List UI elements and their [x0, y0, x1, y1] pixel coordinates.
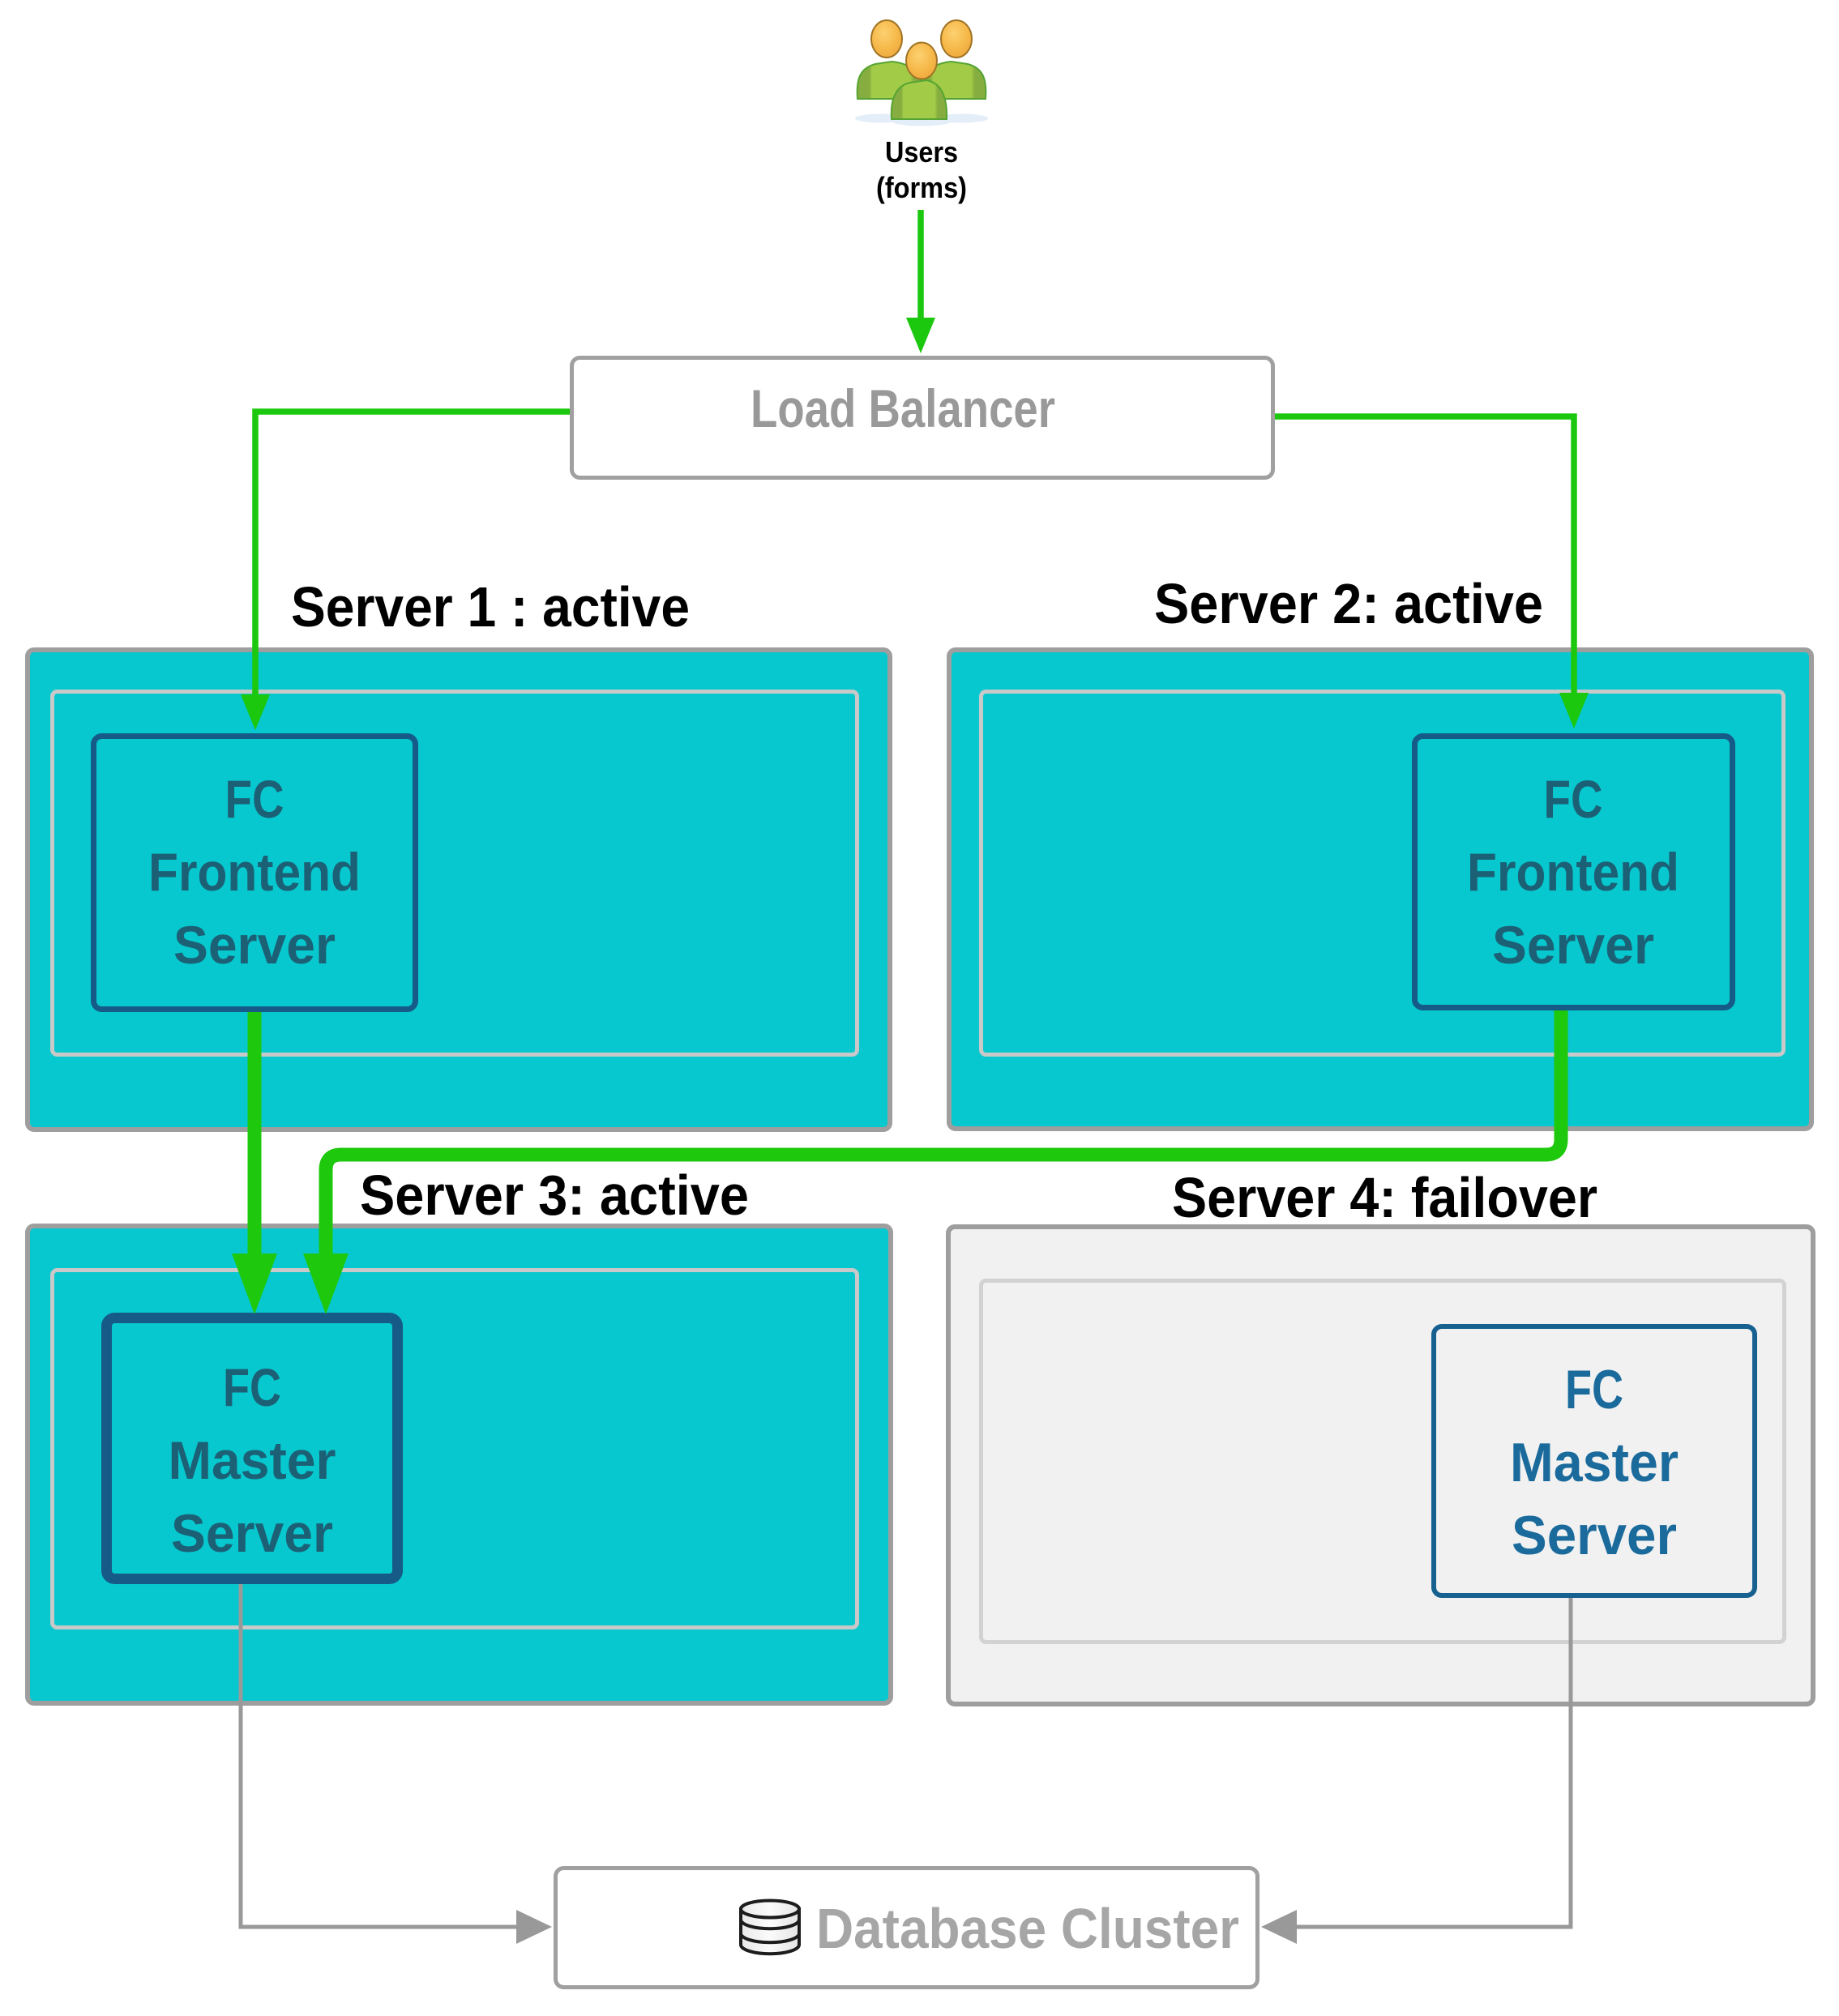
svg-text:Server 1 : active: Server 1 : active [291, 575, 690, 639]
svg-text:Server: Server [1492, 915, 1654, 975]
svg-text:Server: Server [1512, 1505, 1677, 1566]
svg-text:(forms): (forms) [876, 171, 967, 204]
svg-text:Master: Master [169, 1430, 336, 1490]
svg-text:Server 3: active: Server 3: active [360, 1164, 749, 1227]
svg-text:FC: FC [1565, 1359, 1623, 1420]
svg-text:Frontend: Frontend [148, 842, 361, 902]
svg-text:Server: Server [171, 1503, 333, 1563]
svg-text:Load Balancer: Load Balancer [751, 378, 1055, 438]
svg-text:FC: FC [1544, 769, 1603, 829]
svg-text:Database Cluster: Database Cluster [816, 1897, 1239, 1960]
svg-text:FC: FC [225, 769, 284, 829]
svg-text:Frontend: Frontend [1467, 842, 1679, 902]
svg-text:FC: FC [223, 1357, 281, 1417]
svg-text:Server 2: active: Server 2: active [1154, 572, 1543, 635]
svg-text:Users: Users [885, 135, 958, 169]
svg-text:Server 4: failover: Server 4: failover [1172, 1166, 1597, 1229]
svg-text:Master: Master [1510, 1432, 1679, 1493]
svg-text:Server: Server [173, 915, 336, 975]
